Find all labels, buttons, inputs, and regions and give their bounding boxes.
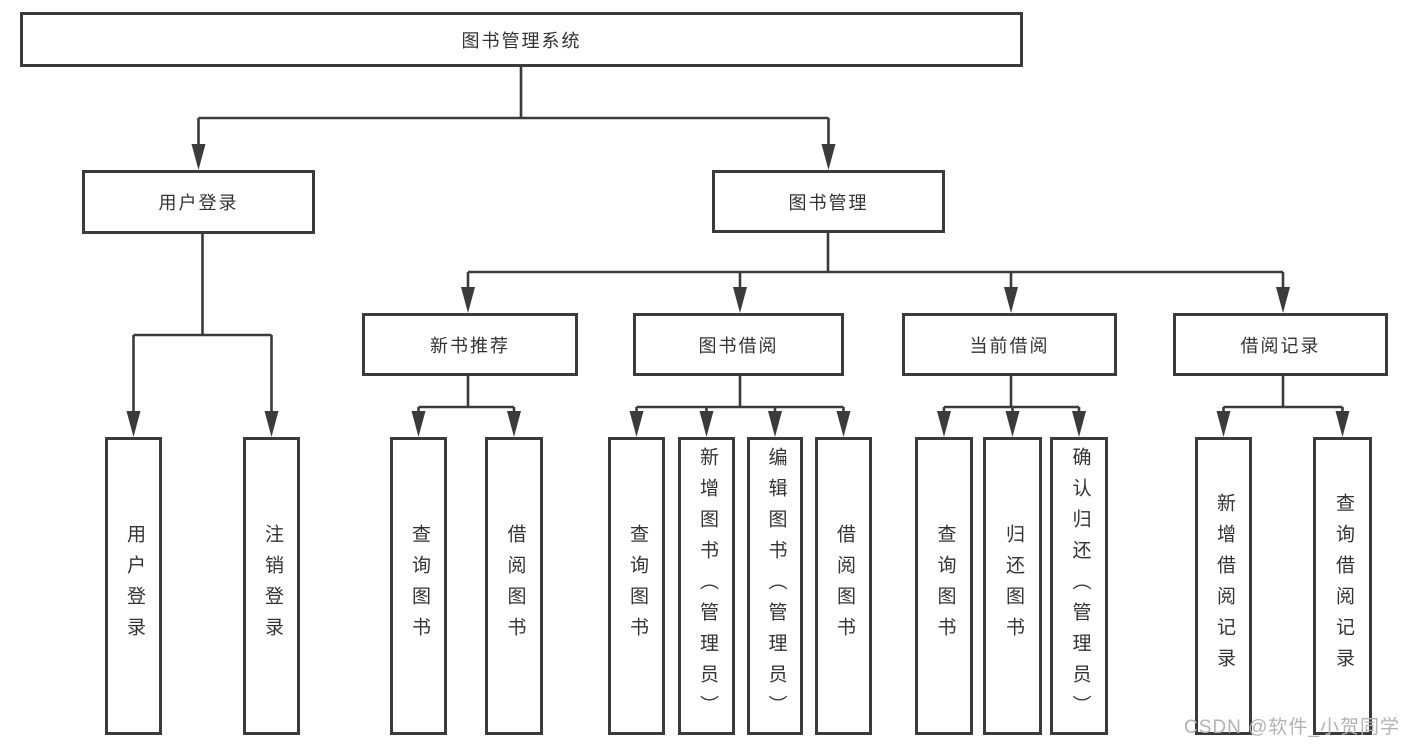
leaf-logout: 注销登录 bbox=[243, 437, 300, 735]
edge-current-borrow-to-leaves bbox=[937, 376, 1086, 437]
leaf-query-borrow-record-label: 查询借阅记录 bbox=[1332, 493, 1354, 679]
leaf-recommend-query-books-label: 查询图书 bbox=[408, 524, 430, 648]
edge-borrow-records-to-leaves bbox=[1216, 376, 1350, 437]
node-root-system-label: 图书管理系统 bbox=[461, 30, 582, 51]
edge-root-to-level2 bbox=[191, 67, 836, 170]
leaf-current-query-books-label: 查询图书 bbox=[934, 524, 956, 648]
node-user-login: 用户登录 bbox=[82, 170, 315, 234]
leaf-add-books-admin-label: 新增图书（管理员） bbox=[696, 446, 718, 726]
edge-user-login-to-leaves bbox=[126, 234, 279, 437]
leaf-recommend-query-books: 查询图书 bbox=[390, 437, 447, 735]
leaf-user-login-label: 用户登录 bbox=[123, 524, 145, 648]
node-new-book-recommend: 新书推荐 bbox=[362, 313, 578, 376]
leaf-borrow-query-books-label: 查询图书 bbox=[626, 524, 648, 648]
edge-new-book-recommend-to-leaves bbox=[411, 376, 521, 437]
leaf-confirm-return-admin: 确认归还（管理员） bbox=[1050, 437, 1108, 735]
leaf-add-books-admin: 新增图书（管理员） bbox=[678, 437, 735, 735]
leaf-confirm-return-admin-label: 确认归还（管理员） bbox=[1069, 446, 1091, 726]
node-new-book-recommend-label: 新书推荐 bbox=[430, 335, 510, 356]
csdn-watermark: CSDN @软件_小贺同学 bbox=[1184, 717, 1400, 738]
leaf-borrow-books: 借阅图书 bbox=[815, 437, 872, 735]
leaf-add-borrow-record-label: 新增借阅记录 bbox=[1213, 493, 1235, 679]
leaf-return-books-label: 归还图书 bbox=[1002, 524, 1024, 648]
node-book-borrow: 图书借阅 bbox=[633, 313, 844, 376]
node-book-management: 图书管理 bbox=[712, 170, 945, 233]
leaf-recommend-borrow-books: 借阅图书 bbox=[485, 437, 543, 735]
node-user-login-label: 用户登录 bbox=[158, 193, 239, 213]
node-book-borrow-label: 图书借阅 bbox=[698, 335, 779, 356]
leaf-logout-label: 注销登录 bbox=[261, 524, 283, 648]
leaf-return-books: 归还图书 bbox=[983, 437, 1042, 735]
node-book-management-label: 图书管理 bbox=[788, 192, 869, 213]
node-current-borrow: 当前借阅 bbox=[902, 313, 1117, 376]
edge-book-borrow-to-leaves bbox=[629, 376, 851, 437]
leaf-borrow-query-books: 查询图书 bbox=[608, 437, 665, 735]
leaf-edit-books-admin-label: 编辑图书（管理员） bbox=[765, 446, 787, 726]
leaf-borrow-books-label: 借阅图书 bbox=[833, 524, 855, 648]
leaf-recommend-borrow-books-label: 借阅图书 bbox=[504, 524, 526, 648]
leaf-user-login: 用户登录 bbox=[105, 437, 162, 735]
node-borrow-records: 借阅记录 bbox=[1173, 313, 1388, 376]
edge-book-management-to-modules bbox=[461, 233, 1290, 313]
node-root-system: 图书管理系统 bbox=[20, 12, 1023, 67]
node-borrow-records-label: 借阅记录 bbox=[1240, 335, 1321, 356]
leaf-add-borrow-record: 新增借阅记录 bbox=[1195, 437, 1252, 735]
leaf-query-borrow-record: 查询借阅记录 bbox=[1313, 437, 1372, 735]
node-current-borrow-label: 当前借阅 bbox=[969, 335, 1050, 356]
leaf-edit-books-admin: 编辑图书（管理员） bbox=[747, 437, 803, 735]
leaf-current-query-books: 查询图书 bbox=[915, 437, 973, 735]
